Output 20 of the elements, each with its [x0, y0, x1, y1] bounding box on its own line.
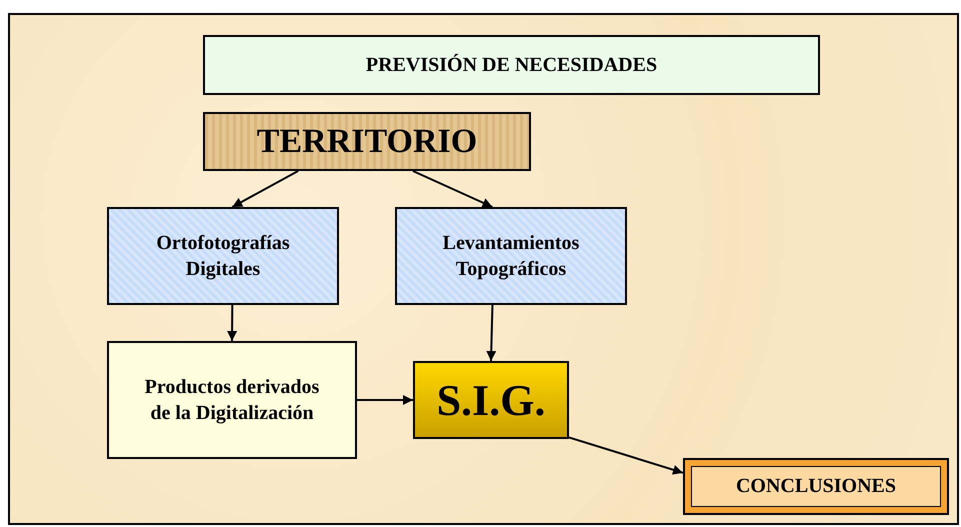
node-label: Productos derivados de la Digitalización [144, 375, 320, 426]
arrow [486, 304, 496, 362]
node-label: Ortofotografías Digitales [155, 231, 291, 282]
node-label: TERRITORIO [256, 122, 478, 160]
territory-box [203, 112, 531, 171]
arrow [568, 436, 684, 475]
node-label: S.I.G. [436, 374, 546, 426]
gis-box [413, 361, 569, 439]
arrow [227, 305, 238, 341]
process-box [395, 207, 627, 305]
node-label: CONCLUSIONES [736, 475, 896, 498]
arrow [232, 170, 299, 208]
process-box [107, 207, 339, 305]
heading-box [203, 35, 820, 95]
arrow [357, 395, 413, 405]
arrow [412, 170, 493, 208]
node-label: PREVISIÓN DE NECESIDADES [366, 54, 658, 76]
conclusion-box [683, 458, 949, 515]
process-box [107, 341, 357, 459]
node-label: Levantamientos Topográficos [442, 231, 580, 282]
